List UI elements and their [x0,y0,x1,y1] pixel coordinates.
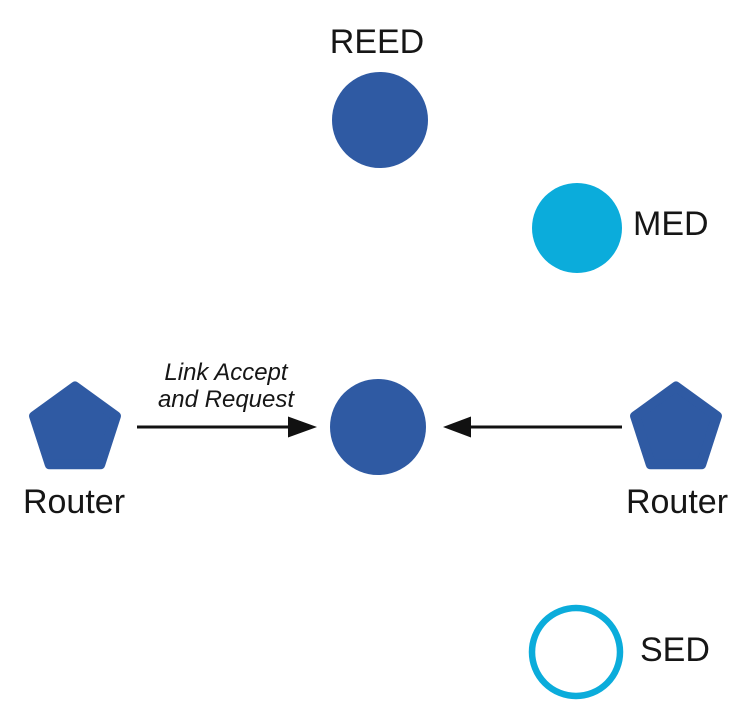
reed-node-circle [332,72,428,168]
sed-label: SED [640,631,710,669]
router-right-pentagon [630,381,722,470]
reed-label: REED [329,23,425,61]
center-node-circle [330,379,426,475]
left-arrow-head [288,416,317,438]
link-accept-request-line2: and Request [157,386,295,413]
med-node-circle [532,183,622,273]
link-accept-request-label: Link Accept and Request [158,359,294,413]
med-label: MED [633,205,709,243]
router-left-label: Router [22,483,126,521]
link-accept-request-line1: Link Accept [164,359,288,386]
sed-node-ring [528,604,624,700]
router-right-label: Router [625,483,729,521]
router-left-pentagon [29,381,121,470]
right-arrow-head [443,416,471,438]
